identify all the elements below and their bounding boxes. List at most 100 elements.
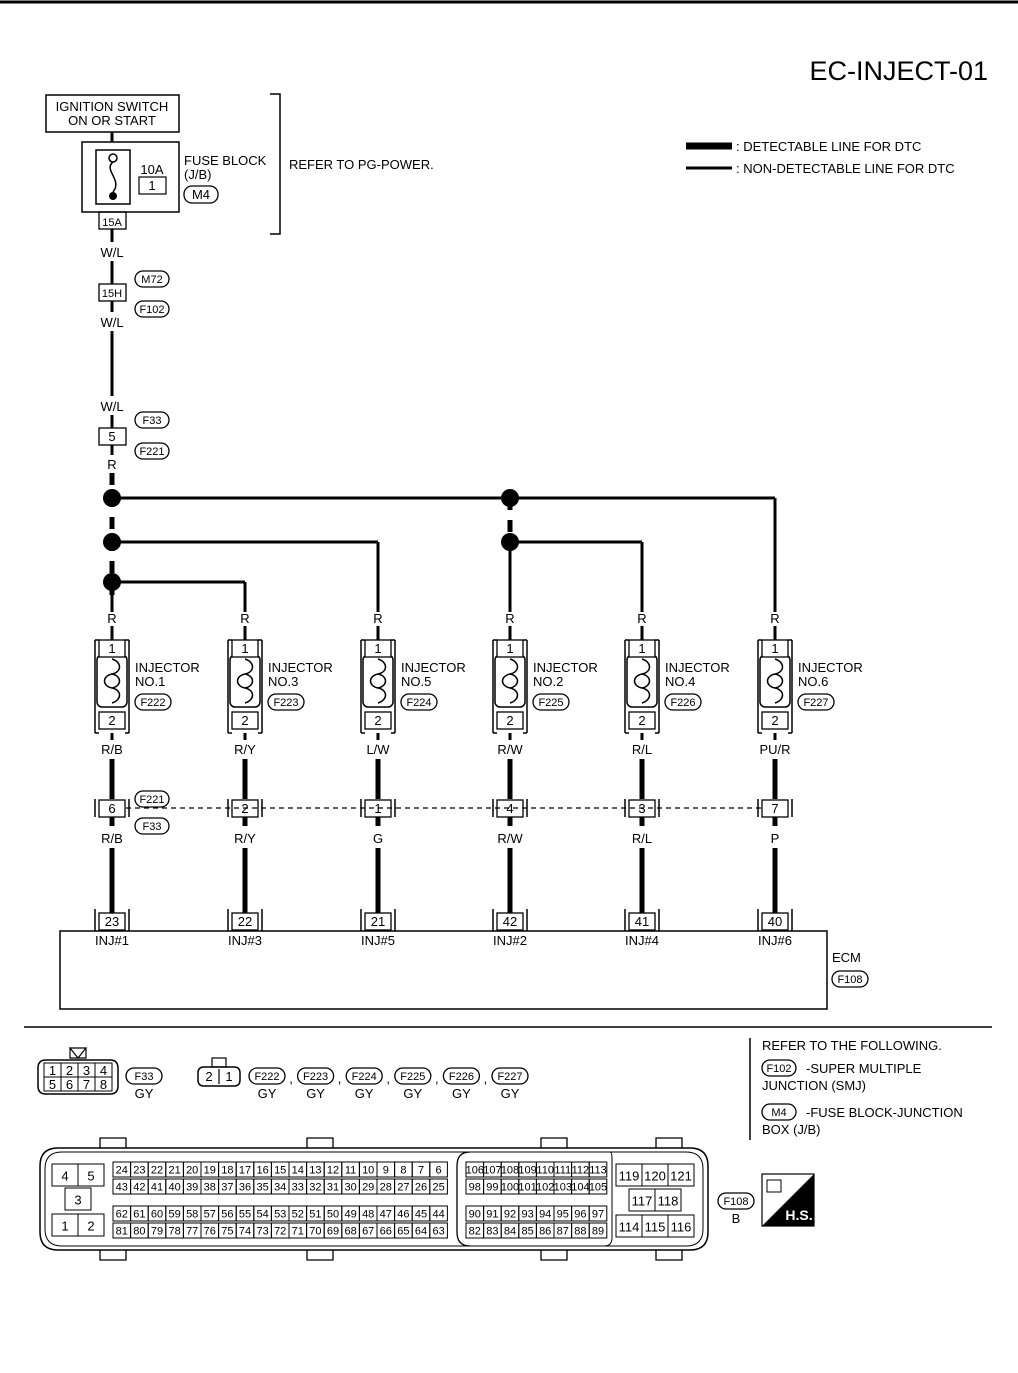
- ecm-face-pin: 120: [644, 1169, 666, 1184]
- ecm-face-pin: 84: [504, 1225, 516, 1237]
- ecm-face-pin: 4: [61, 1169, 68, 1184]
- ecm-pin: 23: [105, 914, 119, 929]
- fuse-number: 1: [148, 178, 155, 193]
- ecm-face-pin: 75: [221, 1225, 233, 1237]
- ecm-face-pin: 65: [397, 1225, 409, 1237]
- ecm-face-pin: 46: [397, 1208, 409, 1220]
- ecm-face-pin: 32: [309, 1181, 321, 1193]
- wire-color-in: R: [637, 611, 646, 626]
- ecm-face-pin: 97: [592, 1208, 604, 1220]
- ecm-face-pin: 113: [589, 1164, 607, 1176]
- ecm-face-pin: 68: [344, 1225, 356, 1237]
- ecm-face-pin: 27: [397, 1181, 409, 1193]
- ecm-face-pin: 54: [256, 1208, 268, 1220]
- refer-text-1a: -SUPER MULTIPLE: [806, 1061, 922, 1076]
- splice-dot: [103, 573, 121, 591]
- ecm-face-pin: 104: [571, 1181, 589, 1193]
- ecm-face-pin: 72: [274, 1225, 286, 1237]
- legend-non-detectable: : NON-DETECTABLE LINE FOR DTC: [736, 161, 955, 176]
- harness-connector-top: F33: [143, 415, 162, 427]
- ecm-face-pin: 103: [554, 1181, 572, 1193]
- ecm-face-pin: 60: [151, 1208, 163, 1220]
- ecm-face-pin: 85: [521, 1225, 533, 1237]
- wire-color-ecm: R/Y: [234, 831, 256, 846]
- ecm-face-pin: 81: [116, 1225, 128, 1237]
- ecm-connector: F108: [837, 974, 862, 986]
- fuse-connector: M4: [192, 187, 210, 202]
- ecm-face-pin: 77: [186, 1225, 198, 1237]
- separator: ,: [435, 1071, 439, 1086]
- ecm-face-pin: 109: [518, 1164, 536, 1176]
- refer-text-2b: BOX (J/B): [762, 1122, 821, 1137]
- ecm-face-pin: 31: [327, 1181, 339, 1193]
- injector-number: NO.1: [135, 674, 165, 689]
- ecm-face-pin: 107: [483, 1164, 501, 1176]
- ecm-face-pin: 100: [501, 1181, 519, 1193]
- ecm-face-pin: 39: [186, 1181, 198, 1193]
- ecm-face-pin: 111: [554, 1164, 571, 1176]
- ecm-face-pin: 67: [362, 1225, 374, 1237]
- ecm-pin-label: INJ#6: [758, 933, 792, 948]
- injector-connector: F226: [670, 697, 695, 709]
- injector-coil-icon: [494, 654, 526, 708]
- injector-pin-1: 1: [108, 641, 115, 656]
- separator: ,: [484, 1071, 488, 1086]
- injector-pin-1: 1: [374, 641, 381, 656]
- ecm-face-pin: 6: [436, 1164, 442, 1176]
- inj-face-pin: 2: [205, 1069, 212, 1084]
- ecm-face-pin: 63: [432, 1225, 444, 1237]
- injector-coil-icon: [362, 654, 394, 708]
- ecm-face-pin: 91: [486, 1208, 498, 1220]
- injector-name: INJECTOR: [665, 660, 730, 675]
- ecm-face-pin: 86: [539, 1225, 551, 1237]
- injector-connector-face: 2 1: [197, 1057, 241, 1087]
- ecm-face-pin: 3: [74, 1193, 81, 1208]
- ecm-face-pin: 106: [466, 1164, 484, 1176]
- joint-connector-bottom: F102: [139, 304, 164, 316]
- injector-connector: F222: [140, 697, 165, 709]
- ecm-pin: 41: [635, 914, 649, 929]
- ecm-face-pin: 48: [362, 1208, 374, 1220]
- inj-conn-label: F226: [449, 1071, 474, 1083]
- ecm-face-pin: 45: [415, 1208, 427, 1220]
- wire-color-out: R/Y: [234, 742, 256, 757]
- inj-conn-color: GY: [258, 1086, 277, 1101]
- ecm-face-conn: F108: [723, 1196, 748, 1208]
- fuse-amp: 10A: [140, 162, 163, 177]
- ecm-face-pin: 35: [256, 1181, 268, 1193]
- ecm-pin-label: INJ#1: [95, 933, 129, 948]
- ecm-face-pin: 58: [186, 1208, 198, 1220]
- f33-pin: 6: [66, 1077, 73, 1092]
- ecm-face-pin: 108: [501, 1164, 519, 1176]
- wire-color-ecm: G: [373, 831, 383, 846]
- ecm-face-pin: 110: [536, 1164, 554, 1176]
- ecm-face-pin: 49: [344, 1208, 356, 1220]
- refer-conn-1: F102: [766, 1063, 791, 1075]
- splice-dot: [501, 533, 519, 551]
- harness2-connector-top: F221: [139, 794, 164, 806]
- wire-color-in: R: [240, 611, 249, 626]
- ecm-face-pin: 53: [274, 1208, 286, 1220]
- splice-dot: [103, 489, 121, 507]
- refer-text-1b: JUNCTION (SMJ): [762, 1078, 866, 1093]
- ecm-face-pin: 71: [292, 1225, 304, 1237]
- injector-pin-2: 2: [506, 713, 513, 728]
- ecm-face-pin: 64: [415, 1225, 427, 1237]
- refer-pg-power: REFER TO PG-POWER.: [289, 157, 434, 172]
- ecm-face-pin: 76: [204, 1225, 216, 1237]
- ecm-face-pin: 5: [87, 1169, 94, 1184]
- f33-color: GY: [135, 1086, 154, 1101]
- ecm-face-pin: 29: [362, 1181, 374, 1193]
- f33-pin: 8: [100, 1077, 107, 1092]
- hs-badge-icon: H.S.: [761, 1173, 815, 1227]
- inj-conn-color: GY: [355, 1086, 374, 1101]
- ecm-face-pin: 119: [619, 1169, 640, 1184]
- injector-connector: F224: [406, 697, 431, 709]
- ecm-face-pin: 118: [658, 1194, 679, 1209]
- wire-w4: R: [107, 457, 116, 472]
